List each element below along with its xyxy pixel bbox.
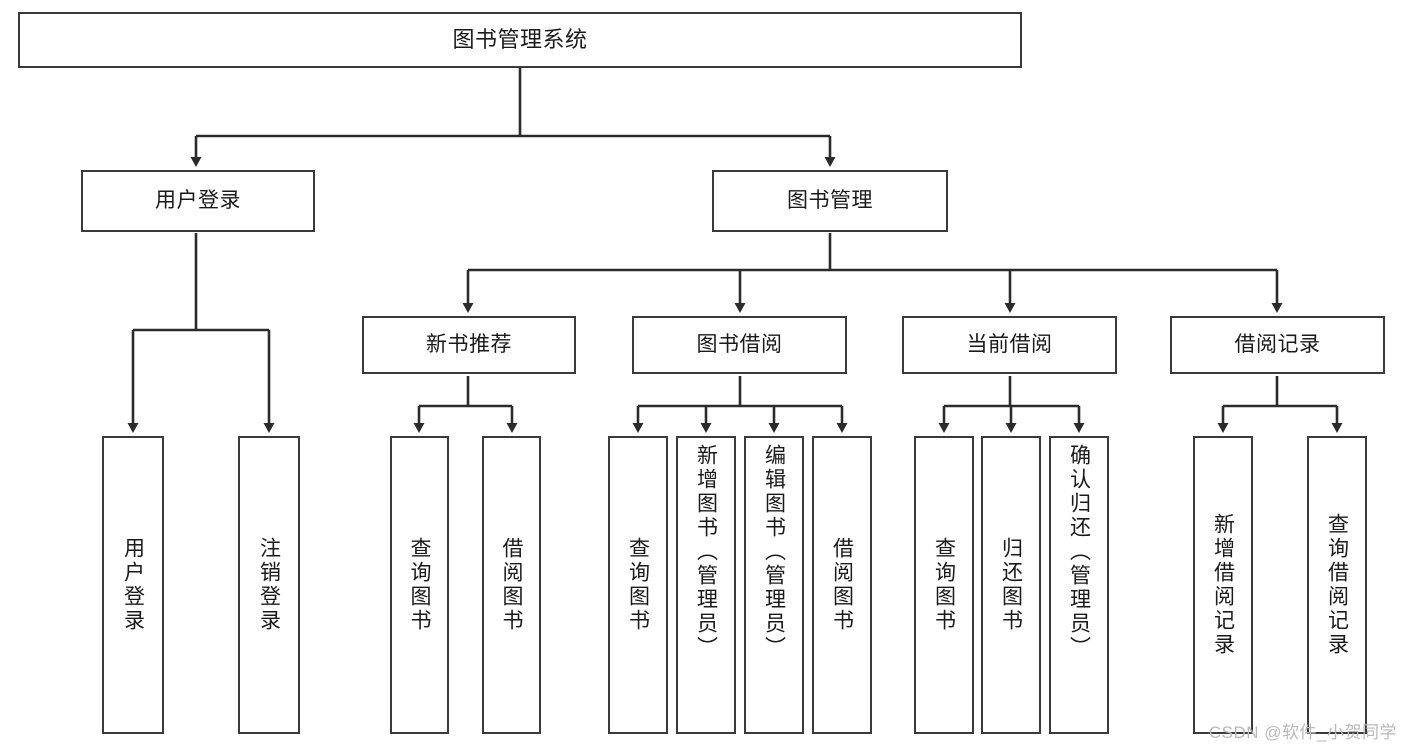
node-label: 查询借阅记录 — [1325, 513, 1349, 657]
node-label: 用户登录 — [121, 537, 145, 633]
node-label: 新增图书（管理员） — [694, 444, 718, 660]
node-label: 用户登录 — [155, 188, 241, 212]
node-label: 确认归还（管理员） — [1067, 444, 1091, 660]
node-label: 注销登录 — [257, 537, 281, 633]
leaf-add-book-admin[interactable]: 新增图书（管理员） — [676, 436, 736, 734]
leaf-edit-book-admin[interactable]: 编辑图书（管理员） — [744, 436, 804, 734]
node-label: 当前借阅 — [966, 332, 1053, 356]
node-label: 图书管理 — [787, 188, 873, 212]
leaf-borrow-book[interactable]: 借阅图书 — [812, 436, 872, 734]
node-book-management[interactable]: 图书管理 — [712, 170, 948, 232]
node-book-borrow[interactable]: 图书借阅 — [632, 316, 847, 374]
leaf-add-borrow-record[interactable]: 新增借阅记录 — [1193, 436, 1253, 734]
leaf-borrow-book-recommend[interactable]: 借阅图书 — [482, 436, 541, 734]
leaf-user-login[interactable]: 用户登录 — [102, 436, 164, 734]
node-label: 查询图书 — [932, 537, 956, 633]
node-label: 图书管理系统 — [452, 27, 588, 53]
node-borrow-record[interactable]: 借阅记录 — [1170, 316, 1385, 374]
node-label: 借阅图书 — [500, 537, 523, 633]
leaf-query-borrow-record[interactable]: 查询借阅记录 — [1307, 436, 1367, 734]
node-label: 借阅图书 — [830, 537, 854, 633]
node-current-borrow[interactable]: 当前借阅 — [902, 316, 1117, 374]
node-label: 新书推荐 — [426, 332, 512, 356]
node-user-login[interactable]: 用户登录 — [81, 170, 315, 232]
node-root-book-management-system[interactable]: 图书管理系统 — [18, 12, 1022, 68]
leaf-return-book[interactable]: 归还图书 — [981, 436, 1041, 734]
csdn-watermark: CSDN @软件_小贺同学 — [1208, 723, 1397, 742]
node-label: 编辑图书（管理员） — [762, 444, 786, 660]
leaf-query-book-current[interactable]: 查询图书 — [914, 436, 974, 734]
leaf-logout-login[interactable]: 注销登录 — [238, 436, 300, 734]
node-label: 查询图书 — [626, 537, 650, 633]
node-label: 借阅记录 — [1234, 332, 1321, 356]
node-label: 查询图书 — [408, 537, 431, 633]
node-label: 图书借阅 — [696, 332, 783, 356]
node-new-book-recommendation[interactable]: 新书推荐 — [362, 316, 576, 374]
leaf-query-book-borrow[interactable]: 查询图书 — [608, 436, 668, 734]
leaf-confirm-return-admin[interactable]: 确认归还（管理员） — [1049, 436, 1109, 734]
leaf-query-book-recommend[interactable]: 查询图书 — [390, 436, 449, 734]
node-label: 新增借阅记录 — [1211, 513, 1235, 657]
node-label: 归还图书 — [999, 537, 1023, 633]
